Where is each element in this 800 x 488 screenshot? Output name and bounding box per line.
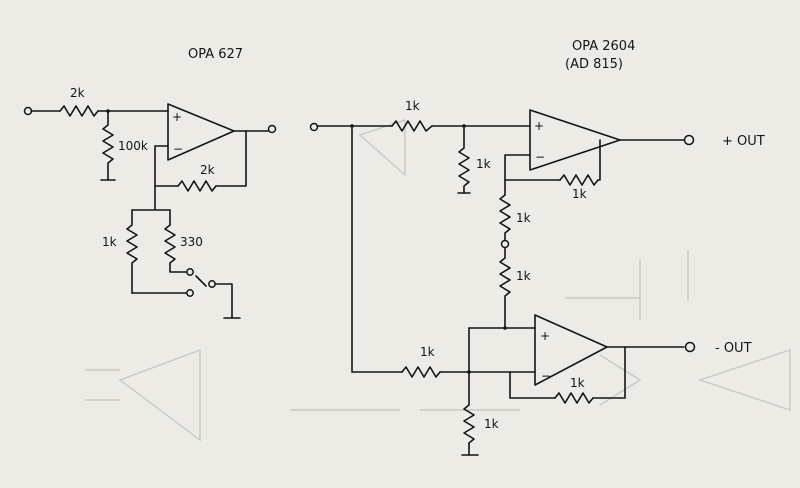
positive-output-terminal[interactable] [683,134,695,146]
opamp-positive: + − [529,109,621,171]
chip-label-right-line2: (AD 815) [565,57,623,72]
resistor-shunt-negative-value: 1k [484,417,499,431]
resistor-feedback-left-value: 2k [200,163,215,177]
resistor-input-value: 2k [70,86,85,100]
chip-label-left: OPA 627 [188,47,243,62]
resistor-shunt [100,110,116,181]
opamp-positive-plus: + [534,119,544,133]
opamp-negative-minus: − [541,369,551,383]
wire-inverting-positive [504,154,561,181]
right-input-terminal[interactable] [309,122,319,132]
opamp-positive-minus: − [535,150,545,164]
resistor-divider-bottom [499,247,511,329]
resistor-shunt-positive-value: 1k [476,157,491,171]
positive-output-label: + OUT [722,134,765,149]
left-output-terminal[interactable] [267,124,277,134]
opamp-left-minus: − [173,142,183,156]
resistor-input [59,105,99,117]
resistor-shunt-positive [457,125,471,194]
junction-dot [503,326,507,330]
resistor-shunt-value: 100k [118,139,148,153]
resistor-gain-b-value: 330 [180,235,203,249]
opamp-negative: + − [534,314,608,386]
resistor-shunt-negative [461,371,479,456]
divider-midpoint[interactable] [500,239,510,249]
switch-contact-b[interactable] [186,268,194,276]
opamp-negative-plus: + [540,329,550,343]
wire-inverting-left [154,145,179,187]
resistor-series-positive [391,120,433,132]
wire-feedback-negative [592,346,626,399]
resistor-series-positive-value: 1k [405,99,420,113]
opamp-left: + − [167,103,235,161]
resistor-feedback-negative [554,392,594,404]
resistor-feedback-negative-value: 1k [570,376,585,390]
gain-switch[interactable] [195,275,241,319]
wire-left-rail [351,125,403,373]
resistor-feedback-left [177,180,217,192]
resistor-feedback-positive [559,174,599,186]
opamp-left-plus: + [172,110,182,124]
resistor-divider-top [499,179,511,241]
switch-contact-a[interactable] [186,289,194,297]
wire-gain-node [131,185,171,211]
resistor-gain-a-value: 1k [102,235,117,249]
resistor-gain-a [126,209,138,294]
resistor-gain-b [164,209,187,273]
background-bleed-through [85,119,791,442]
wire-inverting-negative [509,371,556,399]
wire-feedback-positive [597,139,601,181]
negative-output-label: - OUT [715,341,752,356]
negative-output-terminal[interactable] [684,341,696,353]
chip-label-right-line1: OPA 2604 [572,39,635,54]
resistor-divider-top-value: 1k [516,211,531,225]
resistor-series-negative-value: 1k [420,345,435,359]
resistor-divider-bottom-value: 1k [516,269,531,283]
resistor-series-negative [401,366,441,378]
resistor-feedback-positive-value: 1k [572,187,587,201]
wire-feedback-left [215,130,247,187]
